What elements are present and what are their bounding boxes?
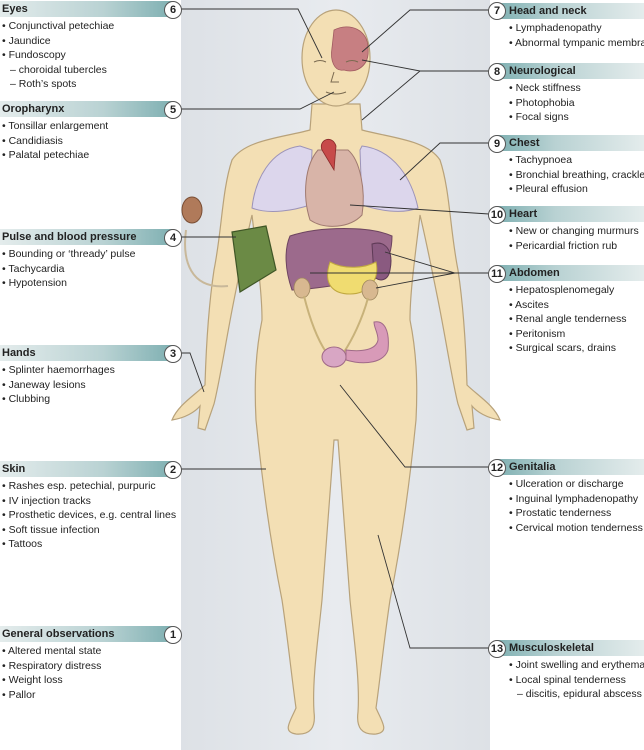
list-item: • Peritonism [509, 327, 566, 340]
number-badge: 2 [164, 461, 182, 479]
hands-box: Hands • Splinter haemorrhages • Janeway … [0, 345, 172, 407]
list-item: • Cervical motion tenderness [509, 521, 643, 534]
leader-lines [181, 8, 490, 649]
list-item: • Pleural effusion [509, 183, 588, 195]
list-item: • Candidiasis [2, 134, 63, 147]
bp-bulb [181, 196, 203, 224]
heart-box: Heart • New or changing murmurs • Perica… [497, 206, 644, 253]
box-title: Eyes [0, 1, 172, 17]
list-item: • Tonsillar enlargement [2, 120, 109, 132]
number-badge: 3 [164, 345, 182, 363]
list-item: • Local spinal tenderness [509, 673, 626, 686]
list-item: • Inguinal lymphadenopathy [509, 492, 639, 505]
list-item: • Palatal petechiae [2, 149, 90, 161]
number-badge: 8 [488, 63, 506, 81]
list-item: • Ascites [509, 298, 549, 311]
list-item: – Roth’s spots [10, 78, 77, 90]
box-title: General observations [0, 626, 172, 642]
list-item: • Prosthetic devices, e.g. central lines [2, 509, 177, 521]
list-item: • Lymphadenopathy [509, 22, 602, 34]
list-item: • Tachycardia [2, 262, 65, 275]
list-item: • Hepatosplenomegaly [509, 284, 615, 296]
list-item: • Hypotension [2, 277, 67, 289]
list-item: • Rashes esp. petechial, purpuric [2, 480, 156, 492]
list-item: • Focal signs [509, 111, 569, 123]
aorta [320, 138, 337, 172]
number-badge: 1 [164, 626, 182, 644]
list-item: • IV injection tracks [2, 494, 91, 507]
musculoskeletal-box: Musculoskeletal • Joint swelling and ery… [497, 640, 644, 702]
skin-box: Skin • Rashes esp. petechial, purpuric •… [0, 461, 177, 552]
list-item: • Respiratory distress [2, 659, 102, 672]
list-item: • Tachypnoea [509, 154, 573, 166]
list-item: – discitis, epidural abscess [517, 688, 642, 700]
pulse-box: Pulse and blood pressure • Bounding or ‘… [0, 229, 172, 291]
kidneys [293, 277, 379, 301]
number-badge: 6 [164, 1, 182, 19]
list-item: • Photophobia [509, 96, 575, 109]
box-title: Hands [0, 345, 172, 361]
general-observations-box: General observations • Altered mental st… [0, 626, 172, 702]
number-badge: 5 [164, 101, 182, 119]
list-item: • Bounding or ‘thready’ pulse [2, 248, 136, 260]
list-item: • Neck stiffness [509, 82, 581, 94]
box-title: Musculoskeletal [497, 640, 644, 656]
list-item: • Pallor [2, 688, 36, 701]
list-item: • Joint swelling and erythema [509, 659, 644, 671]
number-badge: 10 [488, 206, 506, 224]
bp-cuff [231, 225, 277, 293]
box-title: Head and neck [497, 3, 644, 19]
ureters [303, 295, 369, 353]
box-title: Oropharynx [0, 101, 172, 117]
chest-box: Chest • Tachypnoea • Bronchial breathing… [497, 135, 644, 197]
number-badge: 13 [488, 640, 506, 658]
box-title: Skin [0, 461, 172, 477]
bp-cuff-device [181, 196, 277, 293]
box-title: Pulse and blood pressure [0, 229, 172, 245]
list-item: • Clubbing [2, 393, 51, 405]
face [313, 60, 359, 95]
list-item: • Renal angle tenderness [509, 313, 627, 325]
list-item: • Abnormal tympanic membrane [509, 36, 644, 49]
box-title: Genitalia [497, 459, 644, 475]
number-badge: 12 [488, 459, 506, 477]
head-neck-box: Head and neck • Lymphadenopathy • Abnorm… [497, 3, 644, 50]
list-item: • Altered mental state [2, 645, 102, 657]
box-title: Abdomen [497, 265, 644, 281]
lungs [251, 145, 419, 212]
number-badge: 11 [488, 265, 506, 283]
brain [331, 26, 369, 72]
list-item: • Surgical scars, drains [509, 342, 616, 354]
genitalia-box: Genitalia • Ulceration or discharge • In… [497, 459, 644, 535]
list-item: • New or changing murmurs [509, 225, 639, 237]
box-title: Chest [497, 135, 644, 151]
neurological-box: Neurological • Neck stiffness • Photopho… [497, 63, 644, 125]
list-item: • Prostatic tenderness [509, 507, 612, 519]
body-silhouette [171, 103, 501, 735]
number-badge: 4 [164, 229, 182, 247]
list-item: • Fundoscopy [2, 49, 66, 61]
box-title: Heart [497, 206, 644, 222]
list-item: • Tattoos [2, 538, 43, 550]
list-item: • Weight loss [2, 674, 63, 686]
list-item: • Soft tissue infection [2, 523, 100, 536]
number-badge: 7 [488, 2, 506, 20]
abdomen-box: Abdomen • Hepatosplenomegaly • Ascites •… [497, 265, 644, 356]
number-badge: 9 [488, 135, 506, 153]
list-item: • Bronchial breathing, crackles [509, 168, 644, 181]
list-item: – choroidal tubercles [10, 63, 107, 76]
box-title: Neurological [497, 63, 644, 79]
list-item: • Conjunctival petechiae [2, 20, 115, 32]
bladder [321, 346, 347, 368]
list-item: • Ulceration or discharge [509, 478, 624, 490]
eyes-box: Eyes • Conjunctival petechiae • Jaundice… [0, 1, 172, 92]
heart [305, 149, 364, 227]
list-item: • Janeway lesions [2, 378, 86, 391]
list-item: • Pericardial friction rub [509, 239, 618, 252]
oropharynx-box: Oropharynx • Tonsillar enlargement • Can… [0, 101, 172, 163]
list-item: • Splinter haemorrhages [2, 364, 115, 376]
list-item: • Jaundice [2, 34, 51, 47]
